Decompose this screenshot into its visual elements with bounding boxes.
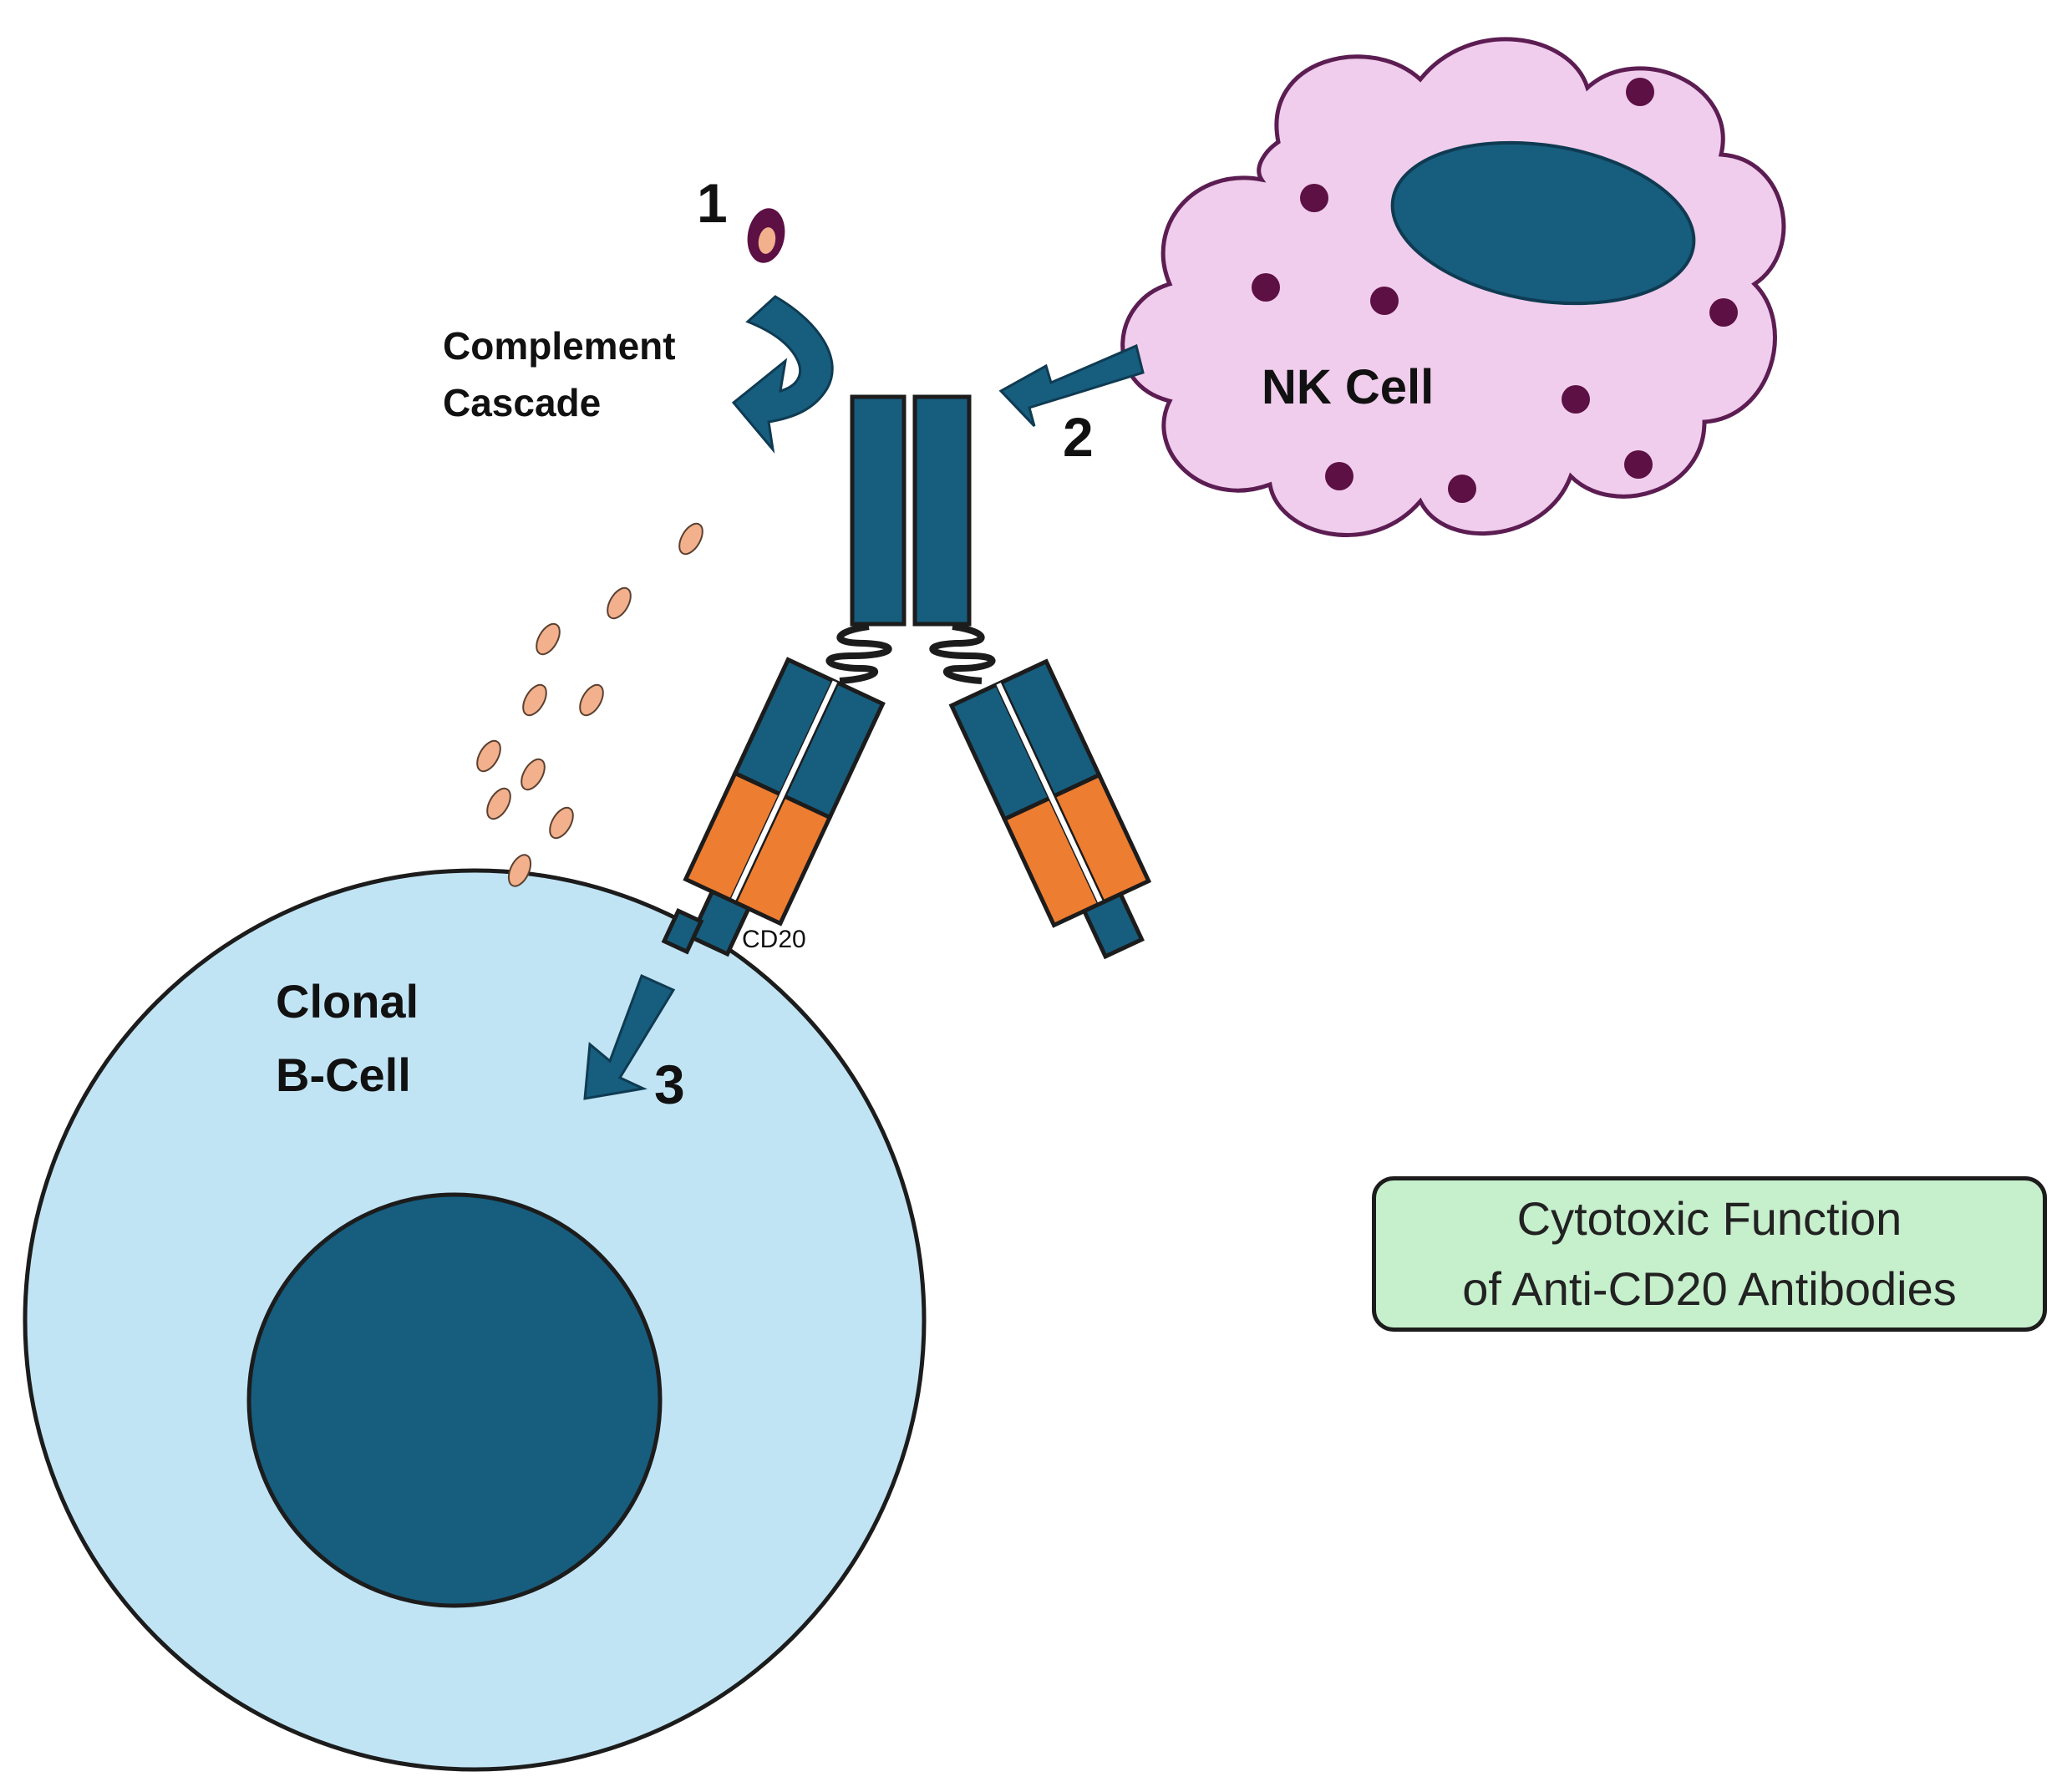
title-line1: Cytotoxic Function (1516, 1192, 1902, 1245)
complement-label-line2: Cascade (443, 381, 602, 424)
complement-particle (486, 787, 511, 820)
nk-granule (1252, 273, 1280, 302)
nk-granule (1448, 475, 1476, 503)
arrow-2 (998, 343, 1145, 428)
step-1-label: 1 (697, 172, 728, 234)
nk-granule (1300, 184, 1328, 212)
antibody-hinge-right (929, 623, 996, 684)
b-cell-label: Clonal B-Cell (276, 965, 419, 1112)
nk-granule (1562, 385, 1590, 414)
complement-particle (678, 522, 703, 556)
complement-particle (522, 683, 547, 717)
antibody-hinge-left (825, 623, 892, 684)
antibody (661, 394, 1152, 960)
antibody-fc-right (912, 394, 972, 627)
b-cell (23, 868, 927, 1772)
b-cell-label-line2: B-Cell (276, 1048, 411, 1101)
step-3-label: 3 (654, 1053, 685, 1115)
nk-cell (1120, 37, 1786, 537)
complement-particle (507, 854, 532, 887)
nk-cell-body (1120, 37, 1786, 537)
nk-granule (1709, 298, 1738, 327)
complement-arrow (731, 295, 834, 454)
nk-cell-label: NK Cell (1262, 360, 1435, 414)
complement-particle (521, 758, 546, 791)
nk-granule (1626, 78, 1654, 106)
complement-particle (476, 739, 501, 773)
antibody-fc-left (850, 394, 907, 627)
complement-label-line1: Complement (443, 324, 676, 368)
b-cell-label-line1: Clonal (276, 975, 419, 1028)
b-cell-nucleus (246, 1192, 663, 1608)
arrow-3 (583, 973, 676, 1100)
title-line2: of Anti-CD20 Antibodies (1462, 1262, 1957, 1315)
complement-protein (747, 208, 785, 263)
cd20-label: CD20 (742, 926, 806, 953)
nk-granule (1325, 462, 1353, 490)
title-box: Cytotoxic Function of Anti-CD20 Antibodi… (1372, 1176, 2047, 1332)
nk-granule (1370, 287, 1399, 315)
antibody-fab-left (661, 657, 886, 957)
complement-particle (579, 683, 604, 717)
complement-particle (607, 586, 632, 620)
complement-particles (476, 522, 703, 887)
nk-cell-nucleus (1390, 140, 1696, 306)
nk-granule (1624, 450, 1653, 479)
complement-particle (536, 622, 561, 656)
complement-particle (549, 806, 574, 840)
step-2-label: 2 (1063, 406, 1094, 468)
complement-cascade-label: Complement Cascade (443, 317, 676, 431)
nk-granules (1252, 78, 1738, 503)
antibody-fab-right (948, 658, 1152, 960)
